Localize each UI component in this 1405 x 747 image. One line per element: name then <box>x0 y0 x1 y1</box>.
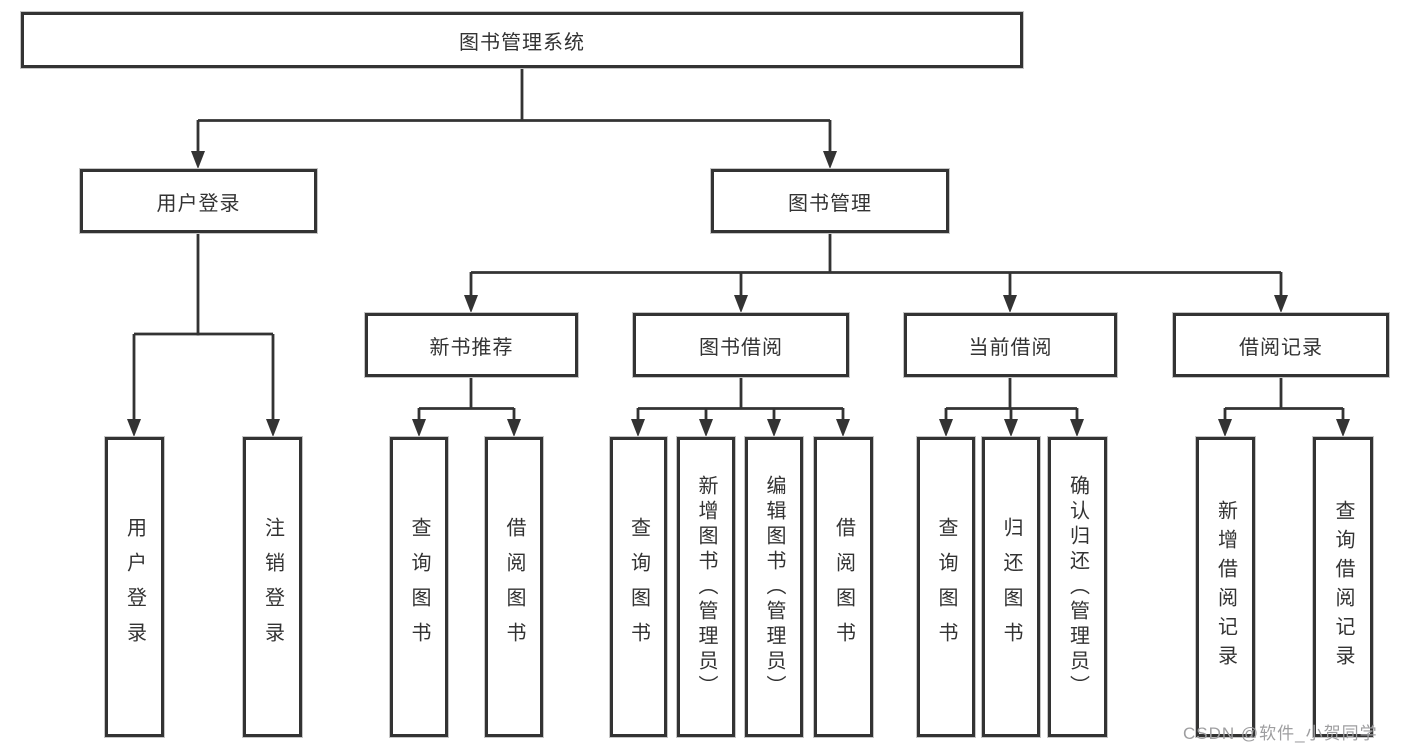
watermark: CSDN @软件_小贺同学 <box>1183 724 1378 743</box>
branch-node-book-management: 图书管理 <box>711 169 949 233</box>
branch-node-label: 图书管理 <box>788 192 872 215</box>
leaf-node-user-login: 用户登录 <box>105 437 164 737</box>
module-node-borrow-records: 借阅记录 <box>1173 313 1389 377</box>
leaf-node-query-borrow-record: 查询借阅记录 <box>1313 437 1373 737</box>
module-node-label: 当前借阅 <box>968 336 1053 359</box>
root-node-label: 图书管理系统 <box>459 31 585 54</box>
leaf-node-add-books-admin: 新增图书（管理员） <box>677 437 735 737</box>
leaf-node-label: 查询图书 <box>408 517 430 657</box>
leaf-node-label: 编辑图书（管理员） <box>763 474 785 700</box>
leaf-node-confirm-return-admin: 确认归还（管理员） <box>1048 437 1107 737</box>
leaf-node-logout: 注销登录 <box>243 437 302 737</box>
module-node-label: 新书推荐 <box>429 336 514 359</box>
module-node-book-borrow: 图书借阅 <box>633 313 849 377</box>
arrowheads <box>127 151 1350 437</box>
leaf-node-query-books-borrow: 查询图书 <box>610 437 667 737</box>
leaf-node-return-books: 归还图书 <box>982 437 1040 737</box>
leaf-node-label: 查询借阅记录 <box>1332 500 1354 674</box>
leaf-node-label: 用户登录 <box>123 517 146 657</box>
leaf-node-label: 查询图书 <box>627 517 650 657</box>
leaf-node-label: 注销登录 <box>261 517 284 657</box>
leaf-node-label: 借阅图书 <box>832 517 855 657</box>
branch-node-user-login: 用户登录 <box>80 169 317 233</box>
branch-node-label: 用户登录 <box>156 192 241 215</box>
leaf-node-query-books-current: 查询图书 <box>917 437 975 737</box>
module-node-current-borrow: 当前借阅 <box>904 313 1117 377</box>
leaf-node-label: 查询图书 <box>935 517 957 657</box>
leaf-node-query-books-recommend: 查询图书 <box>390 437 448 737</box>
root-node-system: 图书管理系统 <box>21 12 1023 68</box>
module-node-new-book-recommend: 新书推荐 <box>365 313 578 377</box>
leaf-node-edit-books-admin: 编辑图书（管理员） <box>745 437 803 737</box>
leaf-node-label: 借阅图书 <box>503 517 525 657</box>
module-node-label: 借阅记录 <box>1239 336 1323 359</box>
leaf-node-label: 确认归还（管理员） <box>1066 474 1089 700</box>
leaf-node-label: 新增图书（管理员） <box>695 474 717 700</box>
leaf-node-label: 归还图书 <box>1000 517 1022 657</box>
leaf-node-borrow-books: 借阅图书 <box>814 437 873 737</box>
leaf-node-borrow-books-recommend: 借阅图书 <box>485 437 543 737</box>
leaf-node-label: 新增借阅记录 <box>1214 500 1237 674</box>
module-node-label: 图书借阅 <box>699 336 783 359</box>
leaf-node-add-borrow-record: 新增借阅记录 <box>1196 437 1255 737</box>
